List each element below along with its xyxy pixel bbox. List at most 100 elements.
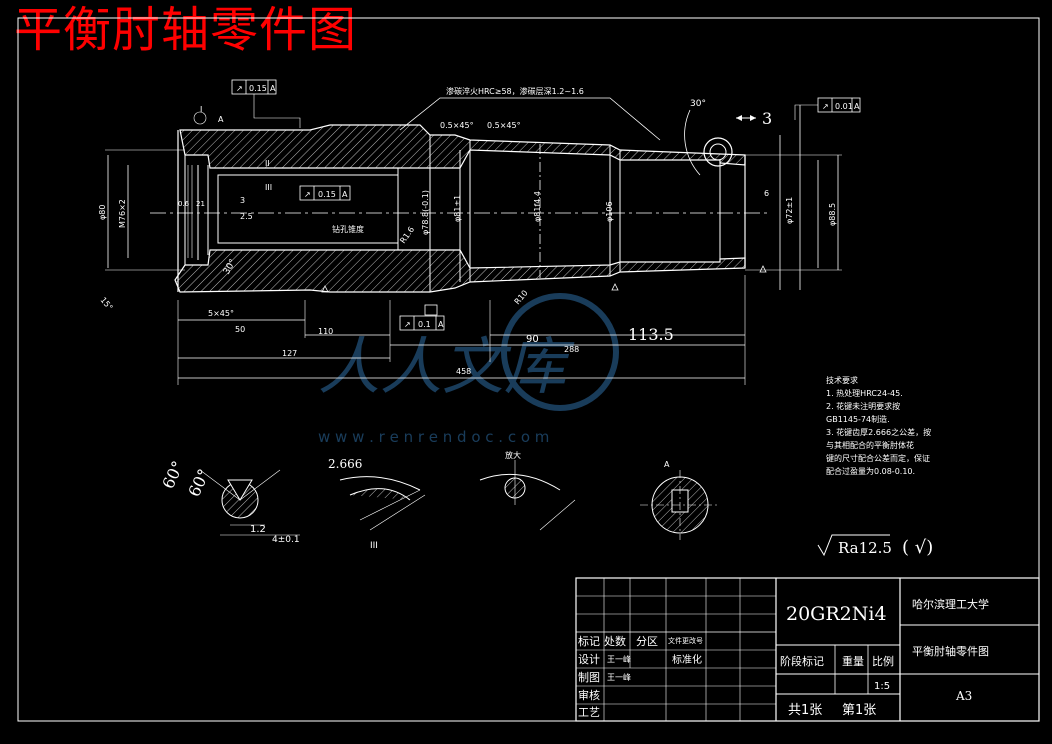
tech-req-line: 2. 花键未注明要求按 xyxy=(826,401,900,411)
label-III: III xyxy=(265,183,272,192)
label-biaozhunhua: 标准化 xyxy=(672,653,702,666)
label-gongyi: 工艺 xyxy=(578,706,600,719)
sheet-total: 共1张 xyxy=(788,703,822,718)
dim-3: 3 xyxy=(762,109,772,128)
label-wenjian: 文件更改号 xyxy=(668,636,703,645)
watermark: 人人文库 w w w . r e n r e n d o c . c o m xyxy=(318,293,619,446)
label-sheji: 设计 xyxy=(578,653,600,666)
tech-req-line: GB1145-74制造. xyxy=(826,414,890,424)
detail-view-2: 2.666 III xyxy=(328,457,426,551)
school-name: 哈尔滨理工大学 xyxy=(912,597,989,611)
dim-110: 110 xyxy=(318,327,333,336)
dim-90: 90 xyxy=(526,334,539,345)
roughness-paren: ( √) xyxy=(902,537,933,558)
gtol-inner-datum: A xyxy=(342,190,348,199)
dim-spline-1: φ81±1 xyxy=(453,195,462,222)
gtol-left-value: 0.15 xyxy=(249,84,267,93)
label-I: I xyxy=(200,105,202,114)
detail3-label: 放大 xyxy=(505,450,521,460)
gtol-right-symbol: ↗ xyxy=(822,102,829,111)
tech-requirements: 技术要求 1. 热处理HRC24-45. 2. 花键未注明要求按 GB1145-… xyxy=(826,375,931,476)
detail-view-1: 60° 60° 1.2 4±0.1 xyxy=(158,458,300,545)
label-jieduan: 阶段标记 xyxy=(780,654,824,668)
detail-view-4: A xyxy=(640,460,720,540)
gtol-inner-symbol: ↗ xyxy=(304,190,311,199)
label-fenqu: 分区 xyxy=(636,635,658,648)
gtol-inner-value: 0.15 xyxy=(318,190,336,199)
dim-2-5: 2.5 xyxy=(240,212,253,221)
tech-req-title: 技术要求 xyxy=(826,375,858,385)
drawing-border xyxy=(17,17,1040,722)
dim-458: 458 xyxy=(456,367,471,376)
main-section-view xyxy=(105,79,861,385)
dim-127: 127 xyxy=(282,349,297,358)
drawing-title: 平衡肘轴零件图 xyxy=(14,2,358,58)
gtol-bottom-symbol: ↗ xyxy=(404,320,411,329)
roughness-symbol: Ra12.5 ( √) xyxy=(817,534,933,558)
title-block xyxy=(575,577,1040,722)
dim-288: 288 xyxy=(564,345,579,354)
drafter: 王一峰 xyxy=(607,672,631,682)
gtol-right-value: 0.01 xyxy=(835,102,853,111)
paper-format: A3 xyxy=(955,689,972,703)
dim-106: φ106 xyxy=(605,201,614,222)
dim-phi80: φ80 xyxy=(98,205,107,220)
dim-21: 21 xyxy=(196,200,205,208)
detail2-dim-2-666: 2.666 xyxy=(328,457,362,471)
gtol-left-symbol: ↗ xyxy=(236,84,243,93)
label-chushu: 处数 xyxy=(604,635,626,648)
tech-req-line: 键的尺寸配合公差而定，保证 xyxy=(826,453,930,463)
tech-req-line: 配合过盈量为0.08-0.10. xyxy=(826,466,915,476)
dim-5x45: 5×45° xyxy=(208,309,234,318)
gtol-bottom-datum: A xyxy=(438,320,444,329)
detail1-dim-4: 4±0.1 xyxy=(272,535,300,545)
gtol-bottom-value: 0.1 xyxy=(418,320,431,329)
detail1-angle-2: 60° xyxy=(184,466,213,500)
chamfer-2: 0.5×45° xyxy=(487,121,521,130)
dim-113-5: 113.5 xyxy=(628,325,674,344)
dim-15deg: 15° xyxy=(98,296,114,313)
title-block-text: 20GR2Ni4 哈尔滨理工大学 平衡肘轴零件图 标记 处数 分区 文件更改号 … xyxy=(578,597,989,719)
dim-72: φ72±1 xyxy=(785,197,794,224)
dim-inner-dia: φ78.8(-0.1) xyxy=(421,190,430,235)
detail1-angle-1: 60° xyxy=(158,458,187,492)
label-II: II xyxy=(265,159,270,168)
label-shenhe: 审核 xyxy=(578,688,600,702)
detail2-label: III xyxy=(370,541,378,551)
detail-view-3: 放大 xyxy=(479,450,576,531)
dim-r1-6: R1.6 xyxy=(398,225,416,245)
main-view-annotations: 渗碳淬火HRC≥58，渗碳层深1.2~1.6 ↗ 0.15 A ↗ 0.01 A… xyxy=(98,84,860,376)
label-biaoji: 标记 xyxy=(578,634,600,648)
sheet-number: 第1张 xyxy=(842,703,876,718)
watermark-brand: 人人文库 xyxy=(318,330,575,403)
gtol-left-datum: A xyxy=(270,84,276,93)
part-name: 平衡肘轴零件图 xyxy=(912,644,989,658)
roughness-value: Ra12.5 xyxy=(838,539,892,557)
designer: 王一峰 xyxy=(607,654,631,664)
dim-88: φ88.5 xyxy=(828,203,837,226)
dim-0-6: 0.6 xyxy=(178,200,190,208)
dim-3-inner: 3 xyxy=(240,196,245,205)
tech-req-line: 与其相配合的平衡肘体花 xyxy=(826,440,914,450)
tech-req-line: 1. 热处理HRC24-45. xyxy=(826,388,903,398)
angle-30: 30° xyxy=(690,99,706,109)
label-zhongliang: 重量 xyxy=(842,654,864,668)
dim-50: 50 xyxy=(235,325,245,334)
label-zhitu: 制图 xyxy=(578,671,600,684)
gtol-right-datum: A xyxy=(854,102,860,111)
material: 20GR2Ni4 xyxy=(786,603,887,625)
detail4-label: A xyxy=(664,460,670,469)
dim-6: 6 xyxy=(764,189,769,198)
top-note: 渗碳淬火HRC≥58，渗碳层深1.2~1.6 xyxy=(446,86,584,96)
chamfer-1: 0.5×45° xyxy=(440,121,474,130)
drill-note: 钻孔锥度 xyxy=(332,224,364,234)
scale: 1:5 xyxy=(874,681,890,692)
tech-req-line: 3. 花键齿厚2.666之公差，按 xyxy=(826,427,931,437)
label-A-top: A xyxy=(218,115,224,124)
detail1-dim-1-2: 1.2 xyxy=(250,524,266,535)
label-bili: 比例 xyxy=(872,654,894,668)
watermark-url: w w w . r e n r e n d o c . c o m xyxy=(318,428,549,446)
dim-spline-2: φ81f4.4 xyxy=(533,191,542,222)
dim-m76: M76×2 xyxy=(118,199,127,228)
